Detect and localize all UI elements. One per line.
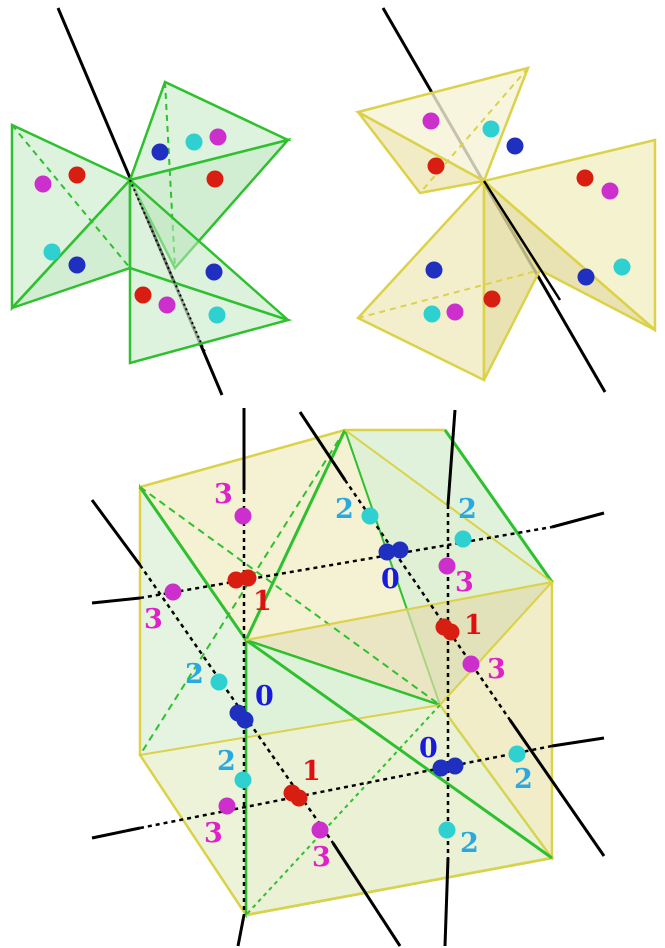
axis-line — [508, 719, 606, 857]
cyan-ball — [234, 771, 252, 789]
axis-line — [91, 596, 141, 605]
ball-label: 3 — [455, 567, 474, 598]
cyan-ball — [482, 120, 500, 138]
axis-hidden — [482, 180, 562, 301]
cube-green-edge — [245, 638, 553, 860]
cyan-ball — [613, 258, 631, 276]
cube-green-edge — [443, 429, 554, 583]
magenta-ball — [234, 507, 252, 525]
magenta-ball — [422, 112, 440, 130]
ball-label: 2 — [217, 746, 236, 777]
ball-label: 0 — [255, 681, 274, 712]
cube-green-edge — [244, 429, 347, 641]
cube-outline — [138, 428, 554, 917]
red-ball — [239, 569, 257, 587]
cyan-ball — [210, 673, 228, 691]
axis-line — [91, 826, 141, 840]
yellow-face — [357, 110, 488, 195]
magenta-ball — [164, 583, 182, 601]
blue-ball — [425, 261, 443, 279]
ball-label: 3 — [204, 818, 223, 849]
axis-line — [331, 842, 402, 947]
green-hidden-edge — [11, 124, 131, 269]
red-ball — [483, 290, 501, 308]
magenta-ball — [311, 821, 329, 839]
blue-ball — [205, 263, 223, 281]
red-ball — [290, 789, 308, 807]
blue-ball — [391, 541, 409, 559]
axis-line — [446, 409, 457, 506]
yellow-face — [355, 177, 486, 383]
axis-line — [90, 499, 142, 566]
axis-line — [236, 914, 246, 947]
ball-label: 2 — [185, 659, 204, 690]
axis-line — [443, 857, 450, 947]
cube-green-edge — [139, 429, 346, 756]
cyan-ball — [43, 243, 61, 261]
ball-label: 3 — [312, 842, 331, 873]
axis-hidden — [139, 525, 553, 600]
blue-ball — [236, 711, 254, 729]
cyan-ball — [423, 305, 441, 323]
blue-ball — [446, 757, 464, 775]
red-ball — [206, 170, 224, 188]
ball-label: 0 — [381, 564, 400, 595]
red-ball — [134, 286, 152, 304]
magenta-ball — [218, 797, 236, 815]
axis-hidden — [129, 179, 206, 353]
ball-label: 3 — [214, 479, 233, 510]
axis-hidden — [139, 744, 553, 830]
ball-label: 2 — [458, 494, 477, 525]
blue-ball — [432, 759, 450, 777]
magenta-ball — [209, 128, 227, 146]
magenta-ball — [601, 182, 619, 200]
axis-line — [551, 511, 605, 529]
ball-label: 2 — [514, 764, 533, 795]
ball-label: 1 — [302, 756, 321, 787]
cube-yellow-edge — [245, 581, 553, 641]
cyan-ball — [361, 507, 379, 525]
axis-line — [551, 736, 605, 748]
red-ball — [427, 157, 445, 175]
magenta-ball — [446, 303, 464, 321]
ball-label: 2 — [335, 494, 354, 525]
ball-label: 2 — [460, 828, 479, 859]
yellow-hidden-edge — [357, 269, 541, 319]
red-ball — [576, 169, 594, 187]
axis-line — [298, 411, 347, 481]
cyan-ball — [454, 530, 472, 548]
ball-label: 3 — [487, 654, 506, 685]
cyan-ball — [508, 745, 526, 763]
ball-label: 1 — [253, 586, 272, 617]
blue-ball — [577, 268, 595, 286]
cube-green-edge — [245, 639, 441, 706]
ball-label: 1 — [464, 610, 483, 641]
green-tetrahedra-figure — [10, 7, 293, 396]
blue-ball — [151, 143, 169, 161]
cyan-ball — [438, 821, 456, 839]
green-face — [128, 177, 289, 322]
red-ball — [442, 623, 460, 641]
yellow-tetrahedra-figure — [354, 7, 657, 393]
magenta-ball — [462, 655, 480, 673]
cyan-ball — [208, 306, 226, 324]
magenta-ball — [438, 557, 456, 575]
cube-green-edge — [139, 486, 441, 706]
magenta-ball — [34, 175, 52, 193]
ball-label: 0 — [419, 733, 438, 764]
cyan-ball — [185, 133, 203, 151]
blue-ball — [378, 543, 396, 561]
magenta-ball — [158, 296, 176, 314]
cube-figure: 3 2 2 0 3 1 3 1 2 3 0 0 2 1 2 3 3 2 — [90, 408, 606, 947]
ball-label: 3 — [144, 604, 163, 635]
red-ball — [68, 166, 86, 184]
blue-ball — [68, 256, 86, 274]
blue-ball — [506, 137, 524, 155]
